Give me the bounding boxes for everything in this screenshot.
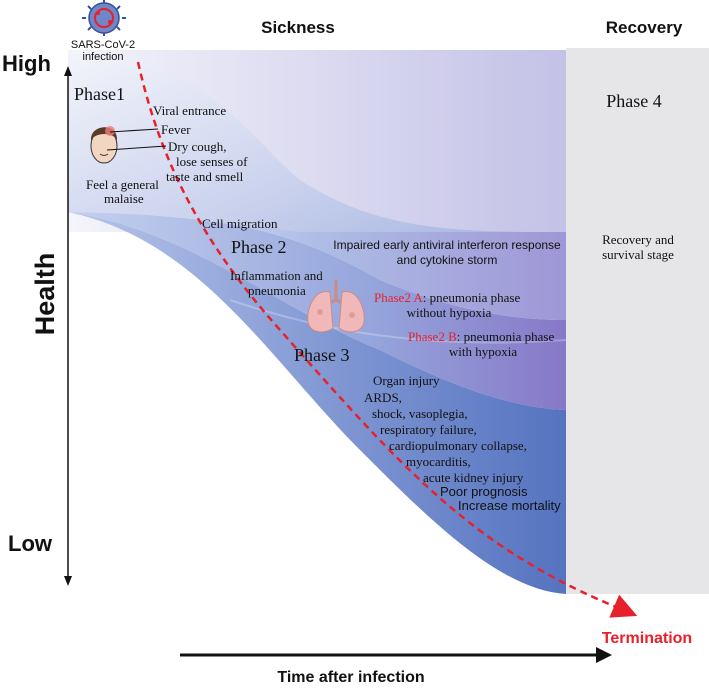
phase3-line-myocarditis: myocarditis, [406, 454, 471, 469]
phase3-line-ards: ARDS, [364, 390, 402, 405]
phase3-line-cardio: cardiopulmonary collapse, [389, 438, 527, 453]
phase3-line-kidney: acute kidney injury [423, 470, 524, 485]
phase1-malaise-1: Feel a general [86, 177, 159, 192]
virus-icon [82, 0, 126, 36]
phase4-stage-1: Recovery and [602, 232, 674, 247]
y-axis-title: Health [30, 253, 60, 336]
phase2-b-desc: : pneumonia phase [457, 329, 555, 344]
disease-trajectory [136, 61, 638, 618]
phase2-b-text-2: with hypoxia [449, 344, 517, 359]
phase1-malaise-2: malaise [104, 191, 144, 206]
phase1-cough-2: lose senses of [176, 154, 248, 169]
recovery-panel [566, 48, 709, 594]
phase2-a-label: Phase2 A [374, 290, 423, 305]
y-axis-arrow-bottom [64, 576, 72, 586]
phase3-line-respiratory: respiratory failure, [380, 422, 477, 437]
phase2-b-label: Phase2 B [408, 329, 457, 344]
face-icon [90, 126, 167, 164]
phase1-viral-entrance: Viral entrance [153, 103, 226, 118]
phase1-cough-3: taste and smell [166, 169, 244, 184]
phase4-title: Phase 4 [606, 91, 662, 111]
phase2-a-text-2: without hypoxia [407, 305, 492, 320]
lungs-icon [307, 280, 365, 333]
virus-label-line2: infection [83, 51, 124, 63]
virus-label-line1: SARS-CoV-2 [71, 39, 135, 51]
phase2-interferon-1: Impaired early antiviral interferon resp… [333, 238, 561, 252]
phase4-stage-2: survival stage [602, 247, 674, 262]
phase2-cell-migration: Cell migration [202, 216, 278, 231]
phase2-a-desc: : pneumonia phase [423, 290, 521, 305]
phase3-prognosis: Poor prognosis [440, 484, 528, 499]
x-axis-arrow [596, 647, 612, 663]
y-axis-high: High [2, 51, 51, 76]
band-phase1 [68, 50, 566, 237]
termination-label: Termination [602, 630, 692, 647]
header-sickness: Sickness [261, 18, 335, 37]
phase2-b-text: Phase2 B: pneumonia phase [408, 329, 554, 344]
phase1-fever: Fever [161, 122, 191, 137]
phase1-cough-1: Dry cough, [168, 139, 227, 154]
band-phase2-curve [229, 299, 567, 344]
phase2-a-text: Phase2 A: pneumonia phase [374, 290, 520, 305]
phase3-line-shock: shock, vasoplegia, [372, 406, 468, 421]
phase3-mortality: Increase mortality [458, 498, 561, 513]
header-recovery: Recovery [606, 18, 683, 37]
y-axis-arrow-top [64, 66, 72, 76]
y-axis-low: Low [8, 531, 53, 556]
band-phase2-a [68, 212, 566, 320]
phase1-title: Phase1 [74, 84, 125, 104]
x-axis-title: Time after infection [277, 669, 424, 686]
phase2-interferon-2: and cytokine storm [397, 253, 498, 267]
phase2-inflammation-2: pneumonia [248, 283, 306, 298]
phase2-inflammation-1: Inflammation and [230, 268, 323, 283]
phase3-line-organ: Organ injury [373, 373, 440, 388]
phase2-title: Phase 2 [231, 237, 287, 257]
phase3-title: Phase 3 [294, 345, 350, 365]
